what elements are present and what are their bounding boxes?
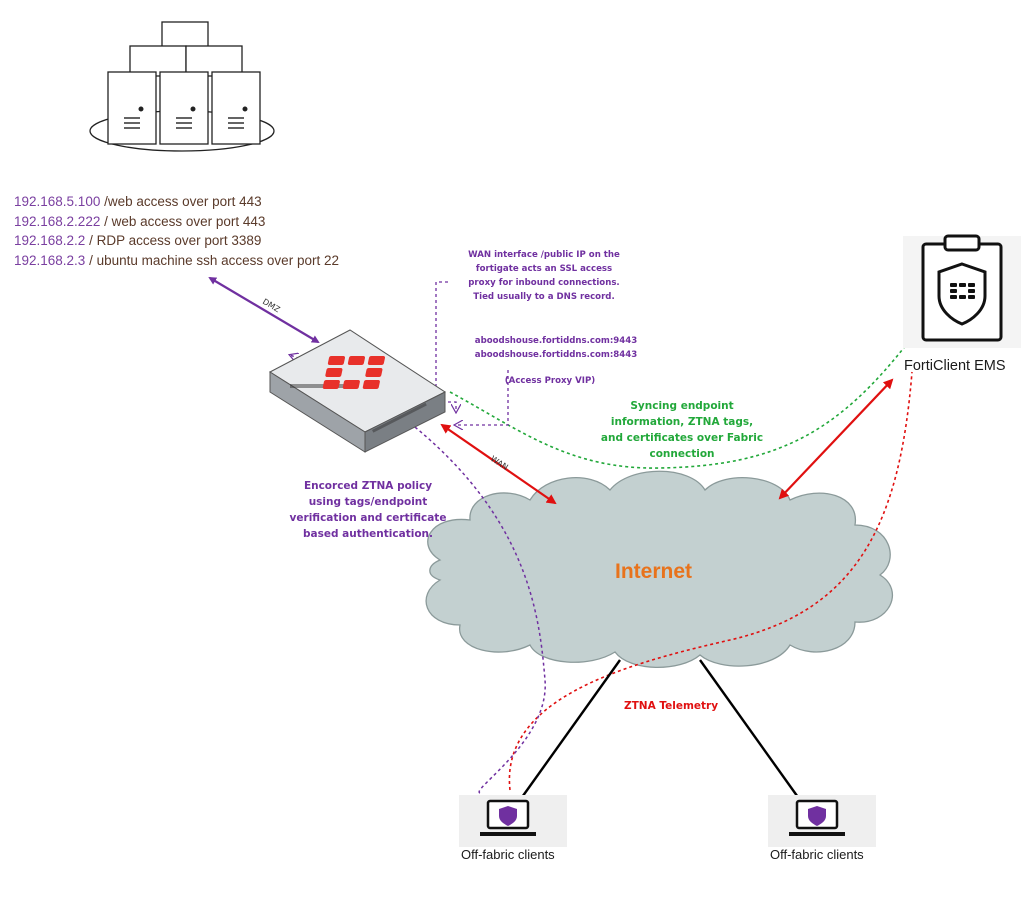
ztna-policy-note: Encorced ZTNA policy using tags/endpoint… — [289, 480, 447, 540]
ems-label: FortiClient EMS — [904, 358, 1006, 374]
client-laptop-icon — [459, 795, 567, 847]
server-ip-list: 192.168.5.100 /web access over port 443 … — [14, 192, 339, 270]
ems-link — [778, 378, 894, 500]
server-entry: 192.168.2.2 / RDP access over port 3389 — [14, 233, 262, 248]
internet-cloud — [425, 470, 894, 669]
wan-link — [440, 423, 557, 505]
dmz-label: DMZ — [261, 297, 282, 315]
internet-label: Internet — [615, 560, 693, 583]
wan-interface-note: WAN interface /public IP on the fortigat… — [468, 250, 620, 302]
forticlient-ems-icon — [903, 234, 1021, 348]
client-link-1 — [519, 659, 621, 801]
server-entry: 192.168.2.3 / ubuntu machine ssh access … — [14, 252, 339, 268]
client-link-2 — [699, 659, 801, 801]
fabric-sync-note: Syncing endpoint information, ZTNA tags,… — [600, 400, 764, 460]
access-proxy-vip-label: (Access Proxy VIP) — [504, 376, 596, 386]
client-laptop-icon — [768, 795, 876, 847]
ztna-policy-link — [290, 355, 546, 794]
client-label: Off-fabric clients — [461, 847, 555, 862]
server-entry: 192.168.2.222 / web access over port 443 — [14, 213, 266, 229]
dmz-link — [208, 276, 320, 344]
access-proxy-hosts: aboodshouse.fortiddns.com:9443 aboodshou… — [474, 336, 638, 360]
client-label: Off-fabric clients — [770, 847, 864, 862]
ztna-telemetry-label: ZTNA Telemetry — [624, 700, 719, 712]
server-cluster-icon — [89, 21, 275, 152]
ztna-telemetry-link — [508, 371, 913, 791]
fortigate-firewall-icon — [269, 329, 447, 453]
server-entry: 192.168.5.100 /web access over port 443 — [14, 194, 262, 209]
